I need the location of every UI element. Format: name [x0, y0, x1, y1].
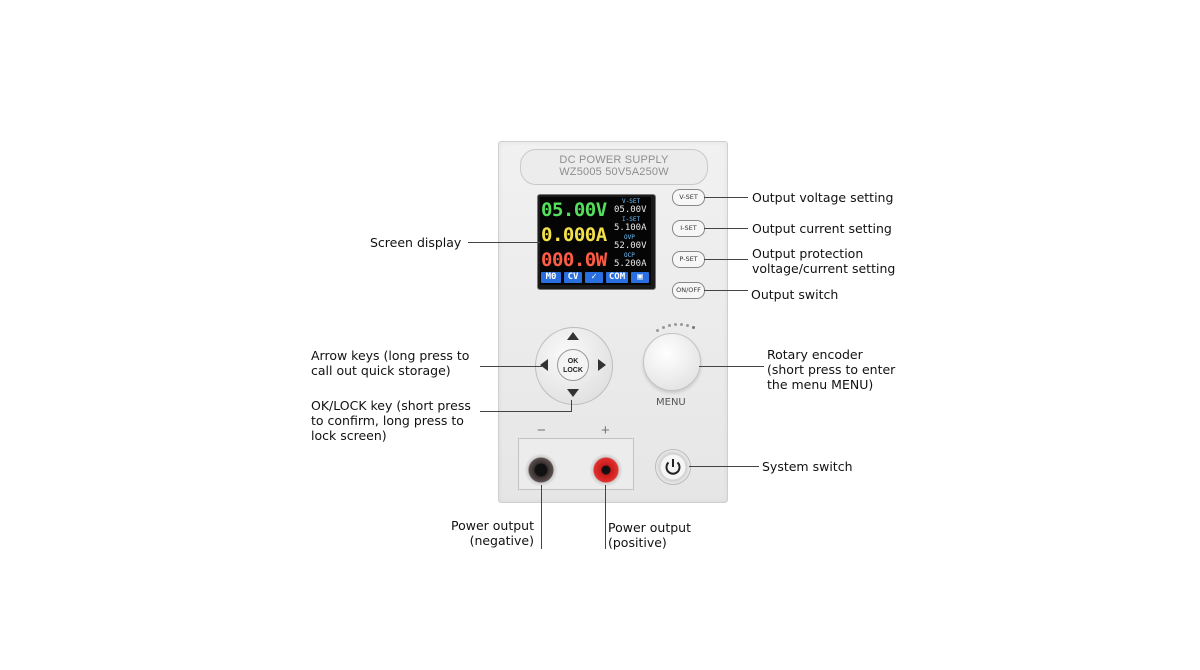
- plate-title: DC POWER SUPPLY: [559, 154, 669, 166]
- iset-value: 5.100A: [614, 223, 647, 233]
- callout-line: call out quick storage): [311, 363, 451, 378]
- status-com: COM: [606, 272, 628, 283]
- status-lock-icon: ▣: [631, 272, 649, 283]
- callout-line: (negative): [469, 533, 534, 548]
- vset-value: 05.00V: [614, 205, 647, 215]
- status-memory: M0: [541, 272, 561, 283]
- callout-arrow-keys: Arrow keys (long press to call out quick…: [311, 348, 469, 378]
- callout-line: voltage/current setting: [752, 261, 896, 276]
- callout-line: OK/LOCK key (short press: [311, 398, 471, 413]
- leader-line: [541, 485, 542, 549]
- current-reading: 0.000A: [541, 224, 607, 246]
- callout-line: lock screen): [311, 428, 387, 443]
- leader-line: [480, 411, 572, 412]
- ocp-value: 5.200A: [614, 259, 647, 269]
- leader-line: [704, 197, 748, 198]
- callout-system-switch: System switch: [762, 459, 853, 474]
- callout-output-switch: Output switch: [751, 287, 839, 302]
- plus-sign: +: [601, 422, 610, 439]
- power-reading: 000.0W: [541, 249, 607, 271]
- negative-output-post[interactable]: [524, 453, 558, 487]
- encoder-dot: [680, 323, 683, 326]
- arrow-left-icon[interactable]: [540, 359, 548, 371]
- leader-line: [699, 366, 764, 367]
- encoder-dot: [656, 329, 659, 332]
- iset-label: I-SET: [622, 216, 641, 223]
- callout-current-setting: Output current setting: [752, 221, 892, 236]
- callout-voltage-setting: Output voltage setting: [752, 190, 894, 205]
- arrow-up-icon[interactable]: [567, 332, 579, 340]
- positive-output-post[interactable]: [589, 453, 623, 487]
- callout-negative-output: Power output (negative): [446, 518, 534, 548]
- callout-line: (short press to enter: [767, 362, 896, 377]
- arrow-right-icon[interactable]: [598, 359, 606, 371]
- encoder-dot: [692, 326, 695, 329]
- encoder-dot: [668, 324, 671, 327]
- leader-line: [704, 228, 748, 229]
- ovp-label: OVP: [624, 234, 635, 241]
- arrow-down-icon[interactable]: [567, 389, 579, 397]
- vset-button[interactable]: V-SET: [672, 189, 705, 206]
- encoder-dot: [662, 326, 665, 329]
- callout-line: Power output: [608, 520, 691, 535]
- power-icon: [665, 459, 681, 475]
- leader-line: [605, 485, 606, 549]
- ovp-value: 52.00V: [614, 241, 647, 251]
- status-check: ✓: [585, 272, 603, 283]
- ok-label: OK: [567, 358, 579, 365]
- pset-button[interactable]: P-SET: [672, 251, 705, 268]
- ocp-label: OCP: [624, 252, 635, 259]
- vset-label: V-SET: [622, 198, 641, 205]
- callout-line: to confirm, long press to: [311, 413, 464, 428]
- callout-protection: Output protection voltage/current settin…: [752, 246, 895, 276]
- callout-screen-display: Screen display: [370, 235, 462, 250]
- encoder-dot: [686, 324, 689, 327]
- callout-ok-lock: OK/LOCK key (short press to confirm, lon…: [311, 398, 471, 443]
- plate-model: WZ5005 50V5A250W: [559, 166, 669, 178]
- status-mode: CV: [564, 272, 582, 283]
- leader-line: [704, 259, 748, 260]
- iset-button[interactable]: I-SET: [672, 220, 705, 237]
- callout-line: the menu MENU): [767, 377, 874, 392]
- encoder-dot: [674, 323, 677, 326]
- callout-line: (positive): [608, 535, 667, 550]
- voltage-reading: 05.00V: [541, 199, 607, 221]
- minus-sign: −: [537, 422, 546, 439]
- onoff-button[interactable]: ON/OFF: [672, 282, 705, 299]
- callout-positive-output: Power output (positive): [608, 520, 691, 550]
- screen-display: [540, 197, 651, 285]
- callout-line: Arrow keys (long press to: [311, 348, 470, 363]
- leader-line: [704, 290, 748, 291]
- model-plate: DC POWER SUPPLY WZ5005 50V5A250W: [520, 149, 708, 185]
- leader-line: [468, 242, 540, 243]
- leader-line: [689, 466, 759, 467]
- lock-label: LOCK: [563, 367, 583, 374]
- callout-line: Output protection: [752, 246, 864, 261]
- system-power-switch[interactable]: [655, 449, 691, 485]
- leader-line: [480, 366, 542, 367]
- ok-lock-button[interactable]: OK LOCK: [557, 349, 589, 381]
- callout-rotary-encoder: Rotary encoder (short press to enter the…: [767, 347, 895, 392]
- rotary-encoder[interactable]: [643, 333, 701, 391]
- callout-line: Rotary encoder: [767, 347, 863, 362]
- menu-label: MENU: [656, 397, 686, 408]
- leader-line: [571, 400, 572, 411]
- callout-line: Power output: [451, 518, 534, 533]
